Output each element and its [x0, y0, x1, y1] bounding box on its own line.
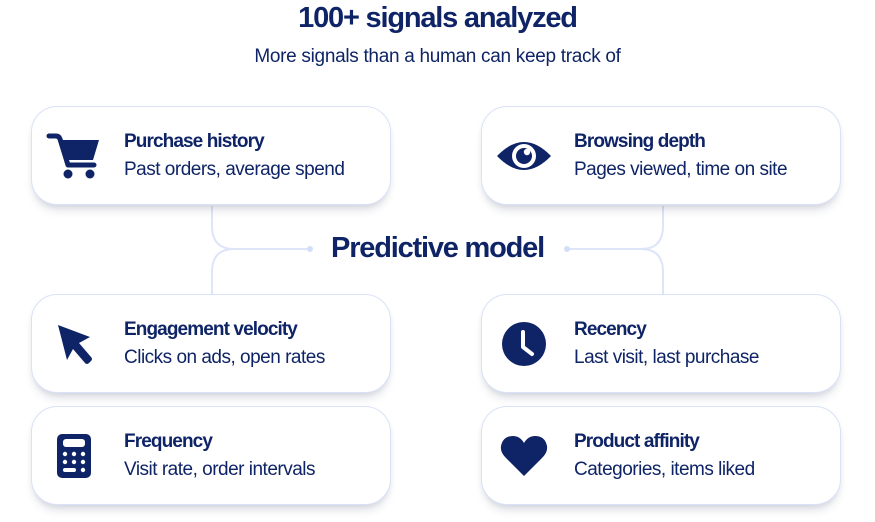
card-title: Purchase history	[124, 131, 265, 152]
card-description: Last visit, last purchase	[574, 347, 759, 368]
card-title: Browsing depth	[574, 131, 706, 152]
signal-card-purchase-history: Purchase history Past orders, average sp…	[31, 106, 391, 205]
signal-card-browsing-depth: Browsing depth Pages viewed, time on sit…	[481, 106, 841, 205]
signal-card-product-affinity: Product affinity Categories, items liked	[481, 406, 841, 505]
clock-icon	[496, 320, 552, 368]
shopping-cart-icon	[46, 132, 102, 180]
card-title: Frequency	[124, 431, 213, 452]
connector-dot-left	[307, 246, 313, 252]
card-description: Clicks on ads, open rates	[124, 347, 325, 368]
predictive-model-label: Predictive model	[331, 232, 545, 264]
connector-right	[567, 206, 664, 294]
card-title: Recency	[574, 319, 647, 340]
card-title: Engagement velocity	[124, 319, 298, 340]
connector-left	[211, 206, 310, 294]
signal-card-recency: Recency Last visit, last purchase	[481, 294, 841, 393]
connector-dot-right	[564, 246, 570, 252]
card-description: Past orders, average spend	[124, 159, 345, 180]
eye-icon	[496, 132, 552, 180]
cursor-arrow-icon	[46, 320, 102, 368]
card-description: Visit rate, order intervals	[124, 459, 316, 480]
card-title: Product affinity	[574, 431, 700, 452]
signal-card-frequency: Frequency Visit rate, order intervals	[31, 406, 391, 505]
page-subtitle: More signals than a human can keep track…	[254, 46, 621, 67]
card-description: Categories, items liked	[574, 459, 755, 480]
card-description: Pages viewed, time on site	[574, 159, 788, 180]
page-title: 100+ signals analyzed	[298, 2, 578, 34]
signal-card-engagement-velocity: Engagement velocity Clicks on ads, open …	[31, 294, 391, 393]
calculator-icon	[46, 432, 102, 480]
heart-icon	[496, 432, 552, 480]
